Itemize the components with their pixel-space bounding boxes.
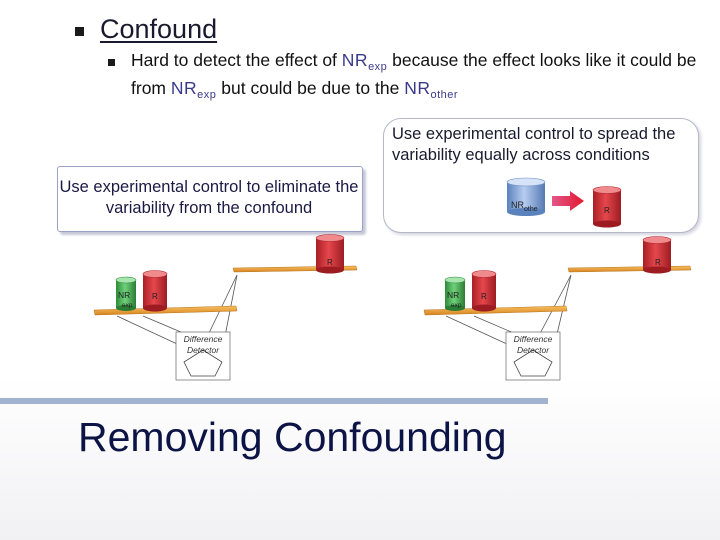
nr-other-cylinder <box>506 177 546 216</box>
spread-text: Use experimental control to spread the v… <box>392 125 676 164</box>
right-r-label: R <box>481 292 487 301</box>
arrow-icon <box>552 191 584 211</box>
sub-bullet-icon <box>108 59 115 66</box>
title-divider <box>0 398 548 404</box>
r-cylinder-legend <box>592 186 622 228</box>
left-setup <box>93 234 358 381</box>
nr-other-label: NRothe <box>511 200 538 213</box>
r-legend-label: R <box>604 206 610 215</box>
left-r-label: R <box>152 292 158 301</box>
eliminate-text: Use experimental control to eliminate th… <box>59 178 359 217</box>
slide-title: Removing Confounding <box>78 414 507 460</box>
left-top-r-label: R <box>327 258 333 267</box>
eliminate-box <box>57 166 363 232</box>
heading: Confound <box>100 14 218 44</box>
sub-bullet-text: Hard to detect the effect of NRexp becau… <box>131 50 697 101</box>
bullet-icon <box>75 27 84 36</box>
right-top-r-label: R <box>655 258 661 267</box>
right-setup <box>423 236 692 381</box>
